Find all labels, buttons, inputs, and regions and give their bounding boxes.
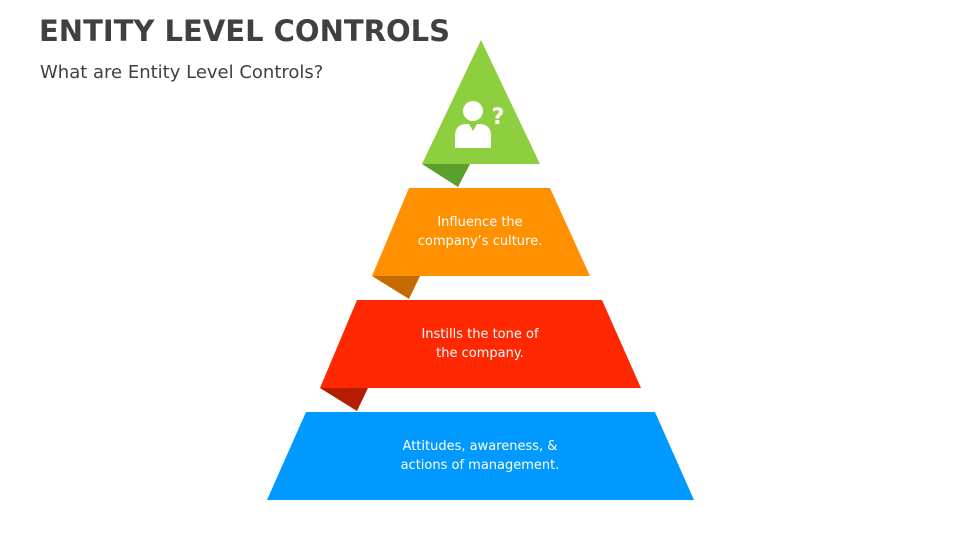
- tier-2-label-line-1: Instills the tone of: [421, 327, 539, 342]
- tier-1-label: Influence the company’s culture.: [360, 213, 600, 251]
- tier-3-label-line-1: Attitudes, awareness, &: [402, 439, 558, 454]
- tier-2-fold-tab: [320, 388, 368, 411]
- tier-1-fold-tab: [372, 276, 420, 299]
- page-title: ENTITY LEVEL CONTROLS: [39, 14, 450, 48]
- tier-2-label-line-2: the company.: [436, 346, 524, 361]
- tier-3-label: Attitudes, awareness, & actions of manag…: [360, 437, 600, 475]
- tier-1-label-line-1: Influence the: [437, 215, 523, 230]
- svg-text:?: ?: [492, 105, 505, 130]
- pyramid-top-triangle: [422, 40, 540, 164]
- tier-3-label-line-2: actions of management.: [400, 458, 560, 473]
- tier-1-label-line-2: company’s culture.: [417, 234, 543, 249]
- tier-1-trapezoid: [372, 188, 590, 276]
- person-question-icon: ?: [455, 101, 504, 148]
- tier-2-trapezoid: [320, 300, 641, 388]
- page-subtitle: What are Entity Level Controls?: [40, 62, 324, 83]
- tier-2-label: Instills the tone of the company.: [360, 325, 600, 363]
- tier-3-trapezoid: [267, 412, 694, 500]
- top-fold-tab: [422, 164, 470, 187]
